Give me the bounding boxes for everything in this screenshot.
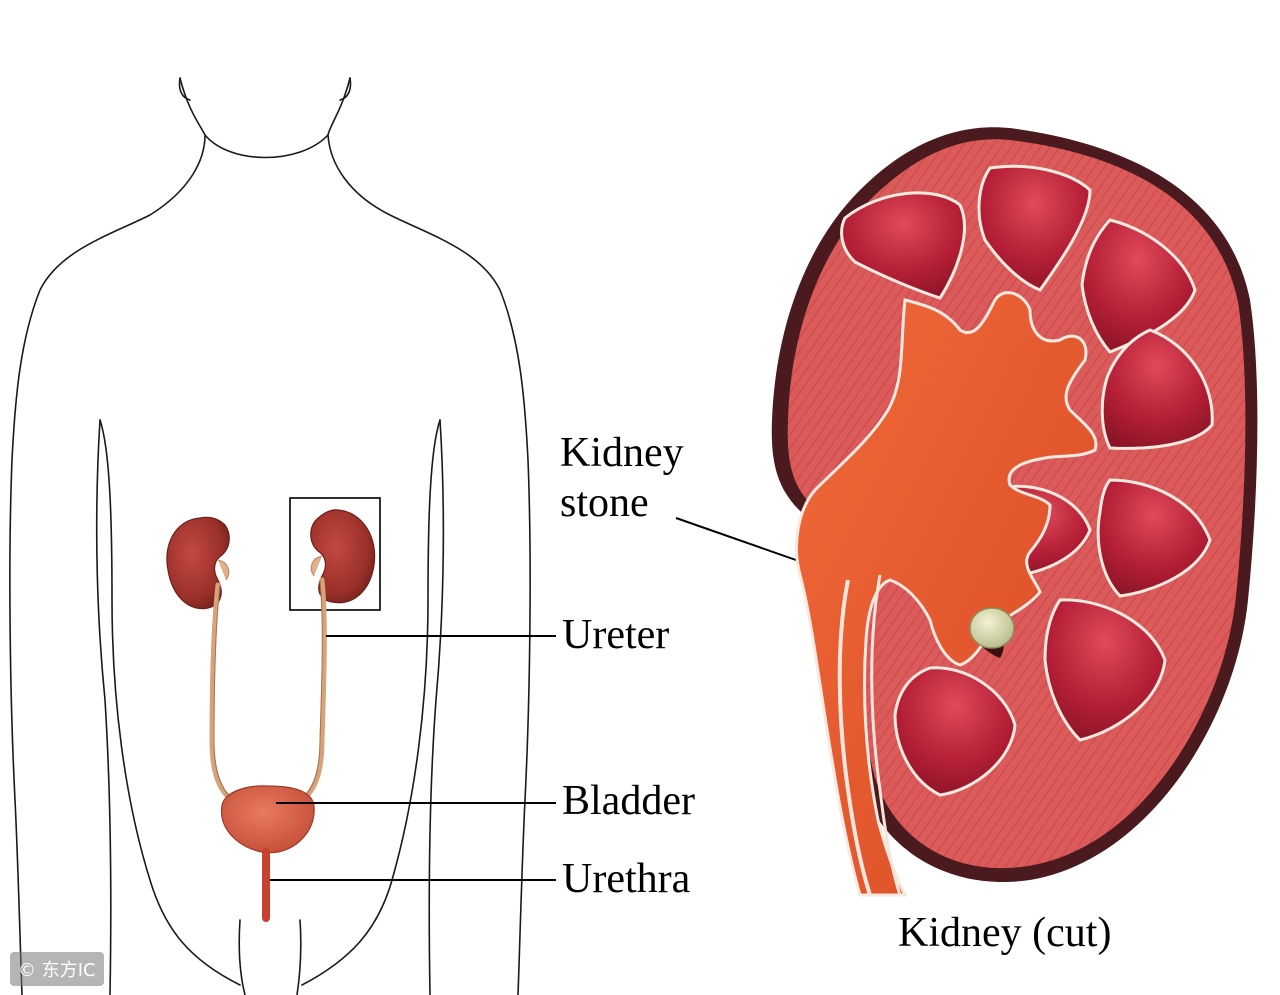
left-kidney-body <box>167 517 229 608</box>
leg-left <box>239 920 245 995</box>
kidney-cut-label: Kidney (cut) <box>898 912 1111 954</box>
leg-right <box>297 920 301 995</box>
right-ureter <box>302 580 324 800</box>
urethra-label: Urethra <box>562 858 690 900</box>
watermark-badge: © 东方IC <box>10 952 104 986</box>
ureter-label: Ureter <box>562 614 669 656</box>
left-arm-inner <box>97 420 111 995</box>
kidney-stone-label: Kidney stone <box>560 428 684 528</box>
neck-line <box>205 135 328 158</box>
kidney-stone-label-line1: Kidney <box>560 428 684 478</box>
kidney-stone <box>970 608 1014 648</box>
bladder-label: Bladder <box>562 780 695 822</box>
torso-left <box>100 420 240 985</box>
kidney-stone-label-line2: stone <box>560 478 684 528</box>
left-ureter-edge <box>214 585 234 800</box>
kidney-cross-section <box>772 127 1258 895</box>
bladder-shape <box>222 786 315 853</box>
left-ureter <box>212 585 232 800</box>
right-arm-inner <box>429 420 443 995</box>
